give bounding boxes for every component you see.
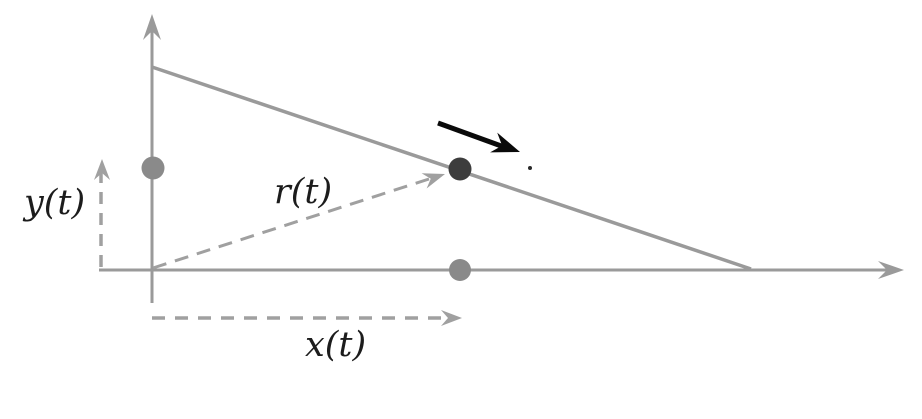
position-vector-arrowhead-icon <box>421 173 445 189</box>
x-axis-arrowhead-icon <box>878 261 904 279</box>
velocity-arrow-line <box>437 120 505 150</box>
x-projection-dot <box>449 259 471 281</box>
y-component-arrowhead-icon <box>94 159 110 180</box>
position-vector-dashed-line <box>152 177 430 270</box>
velocity-arrowhead-icon <box>490 132 520 153</box>
y-axis-arrowhead-icon <box>143 14 161 40</box>
position-vector-label: r(t) <box>274 172 332 212</box>
particle-dot <box>448 157 472 181</box>
x-component-arrowhead-icon <box>441 310 462 326</box>
y-projection-dot <box>141 156 165 180</box>
small-dot <box>528 166 532 170</box>
y-component-label: y(t) <box>22 183 85 223</box>
x-component-label: x(t) <box>305 325 366 365</box>
